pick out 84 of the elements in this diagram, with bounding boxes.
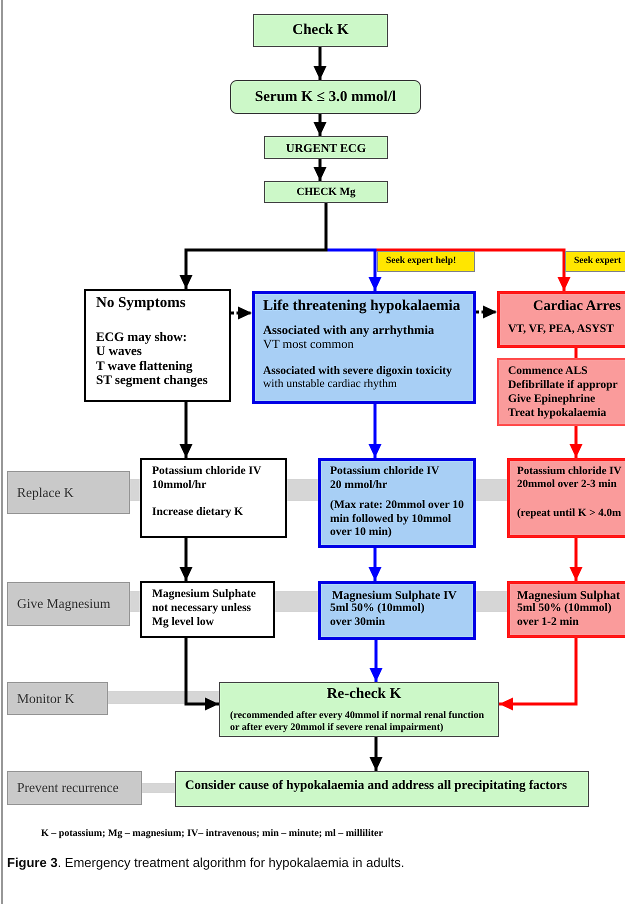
process-box bbox=[264, 136, 388, 159]
step-text: Defibrillate if appropr bbox=[508, 378, 618, 392]
step-heading: Cardiac Arres bbox=[533, 298, 621, 315]
step-text: URGENT ECG bbox=[286, 140, 366, 154]
process-box bbox=[497, 358, 625, 426]
step-text: Commence ALS bbox=[508, 364, 588, 378]
step-heading: Life threatening hypokalaemia bbox=[263, 298, 460, 316]
process-box bbox=[252, 291, 476, 404]
step-text: over 1-2 min bbox=[517, 616, 579, 629]
step-text: Increase dietary K bbox=[152, 506, 244, 520]
lane-header-box bbox=[7, 682, 108, 715]
arrow bbox=[180, 203, 328, 289]
edge-label: Seek expert bbox=[565, 251, 625, 272]
step-text: ECG may show: bbox=[96, 330, 188, 344]
step-text: CHECK Mg bbox=[296, 186, 356, 198]
arrow bbox=[184, 638, 219, 710]
arrow bbox=[370, 640, 382, 682]
step-text: Prevent recurrence bbox=[17, 780, 119, 796]
arrow bbox=[314, 47, 326, 80]
process-box bbox=[497, 291, 625, 348]
process-box bbox=[140, 458, 287, 538]
arrow bbox=[180, 402, 192, 458]
lane-header-box bbox=[7, 471, 130, 514]
step-text: Associated with severe digoxin toxicity bbox=[263, 364, 452, 378]
process-box bbox=[219, 682, 499, 737]
step-text: Replace K bbox=[17, 484, 74, 500]
edge-label: Seek expert help! bbox=[377, 251, 475, 272]
process-box bbox=[253, 14, 388, 47]
step-text: Treat hypokalaemia bbox=[508, 406, 606, 420]
rounded-process-box bbox=[230, 80, 421, 114]
step-text: with unstable cardiac rhythm bbox=[263, 378, 397, 392]
step-text: U waves bbox=[96, 344, 142, 358]
step-text: Serum K ≤ 3.0 mmol/l bbox=[254, 88, 396, 106]
step-text: Give Magnesium bbox=[17, 596, 110, 612]
arrow bbox=[314, 114, 326, 136]
step-text: Give Epinephrine bbox=[508, 392, 596, 406]
arrow bbox=[499, 638, 578, 710]
process-box bbox=[140, 581, 275, 638]
step-text: Check K bbox=[292, 22, 349, 39]
step-text: 5ml 50% (10mmol) bbox=[517, 602, 612, 616]
arrow bbox=[368, 404, 382, 458]
step-text: 10mmol/hr bbox=[152, 478, 206, 492]
step-text: Potassium chloride IV bbox=[152, 465, 262, 478]
process-box bbox=[264, 181, 388, 203]
step-text: 5ml 50% (10mmol) bbox=[330, 602, 425, 616]
step-text: 20 mmol/hr bbox=[330, 478, 388, 492]
footnote: K – potassium; Mg – magnesium; IV– intravenous; min – minute; ml – milliliter bbox=[41, 828, 383, 840]
step-text: Magnesium Sulphate not necessary unless Mg level low bbox=[152, 587, 257, 629]
process-box bbox=[507, 581, 625, 638]
arrow bbox=[570, 426, 582, 458]
step-text: (recommended after every 40mmol if normal renal function or after every 20mmol if severe renal impairment) bbox=[230, 710, 486, 733]
arrow bbox=[570, 538, 582, 581]
step-text: Consider cause of hypokalaemia and address all precipitating factors bbox=[185, 777, 568, 792]
step-text: VT most common bbox=[263, 337, 354, 352]
step-text: Associated with any arrhythmia bbox=[263, 322, 434, 337]
arrow bbox=[370, 737, 382, 771]
step-text: (Max rate: 20mmol over 10 min followed by 10mmol over 10 min) bbox=[330, 499, 465, 540]
dotted-arrow bbox=[476, 306, 497, 318]
step-text: Monitor K bbox=[17, 690, 74, 706]
lane-header-box bbox=[7, 582, 130, 626]
step-text: Magnesium Sulphat bbox=[517, 588, 620, 602]
step-text: Magnesium Sulphate IV bbox=[332, 588, 457, 602]
step-text: T wave flattening bbox=[96, 358, 193, 373]
dotted-arrow bbox=[231, 306, 252, 320]
step-text: 20mmol over 2-3 min bbox=[517, 478, 617, 491]
connector-line bbox=[574, 348, 578, 358]
step-text: VT, VF, PEA, ASYST bbox=[508, 323, 614, 336]
step-text: ST segment changes bbox=[96, 373, 208, 388]
step-text: Potassium chloride IV bbox=[330, 465, 440, 478]
lane-header-box bbox=[7, 771, 142, 805]
caption: Figure 3. Emergency treatment algorithm for hypokalaemia in adults. bbox=[7, 855, 404, 871]
process-box bbox=[318, 458, 476, 548]
arrow bbox=[180, 538, 192, 581]
process-box bbox=[318, 581, 476, 640]
step-heading: Re-check K bbox=[326, 686, 402, 704]
arrow bbox=[368, 548, 382, 581]
process-box bbox=[84, 289, 231, 402]
process-box bbox=[175, 771, 589, 807]
process-box bbox=[507, 458, 625, 538]
step-text: over 30min bbox=[330, 616, 386, 629]
step-text: Potassium chloride IV bbox=[517, 465, 622, 478]
arrow bbox=[314, 159, 326, 181]
step-text: (repeat until K > 4.0m bbox=[517, 507, 622, 520]
step-heading: No Symptoms bbox=[96, 295, 186, 312]
